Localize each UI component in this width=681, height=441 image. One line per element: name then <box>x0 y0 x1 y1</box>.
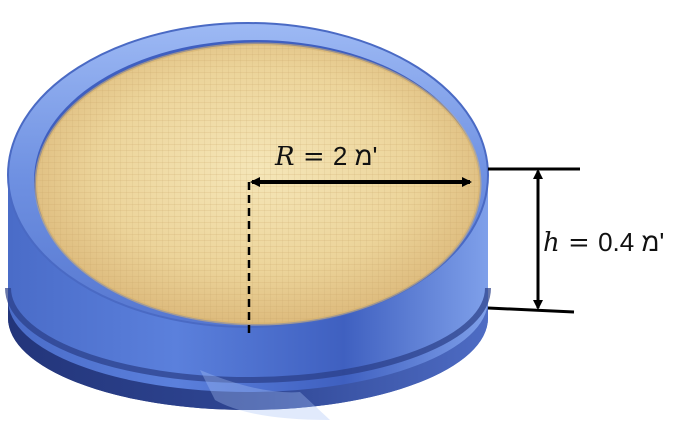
radius-value: 2 מ' <box>333 141 378 171</box>
height-label: h = 0.4 מ' <box>543 227 664 258</box>
radius-operator: = <box>295 142 333 172</box>
height-operator: = <box>560 228 598 258</box>
height-extension-bottom <box>487 306 575 314</box>
radius-label: R = 2 מ' <box>274 141 377 172</box>
height-value: 0.4 מ' <box>598 227 664 257</box>
height-symbol: h <box>543 228 560 258</box>
radius-symbol: R <box>274 142 295 172</box>
